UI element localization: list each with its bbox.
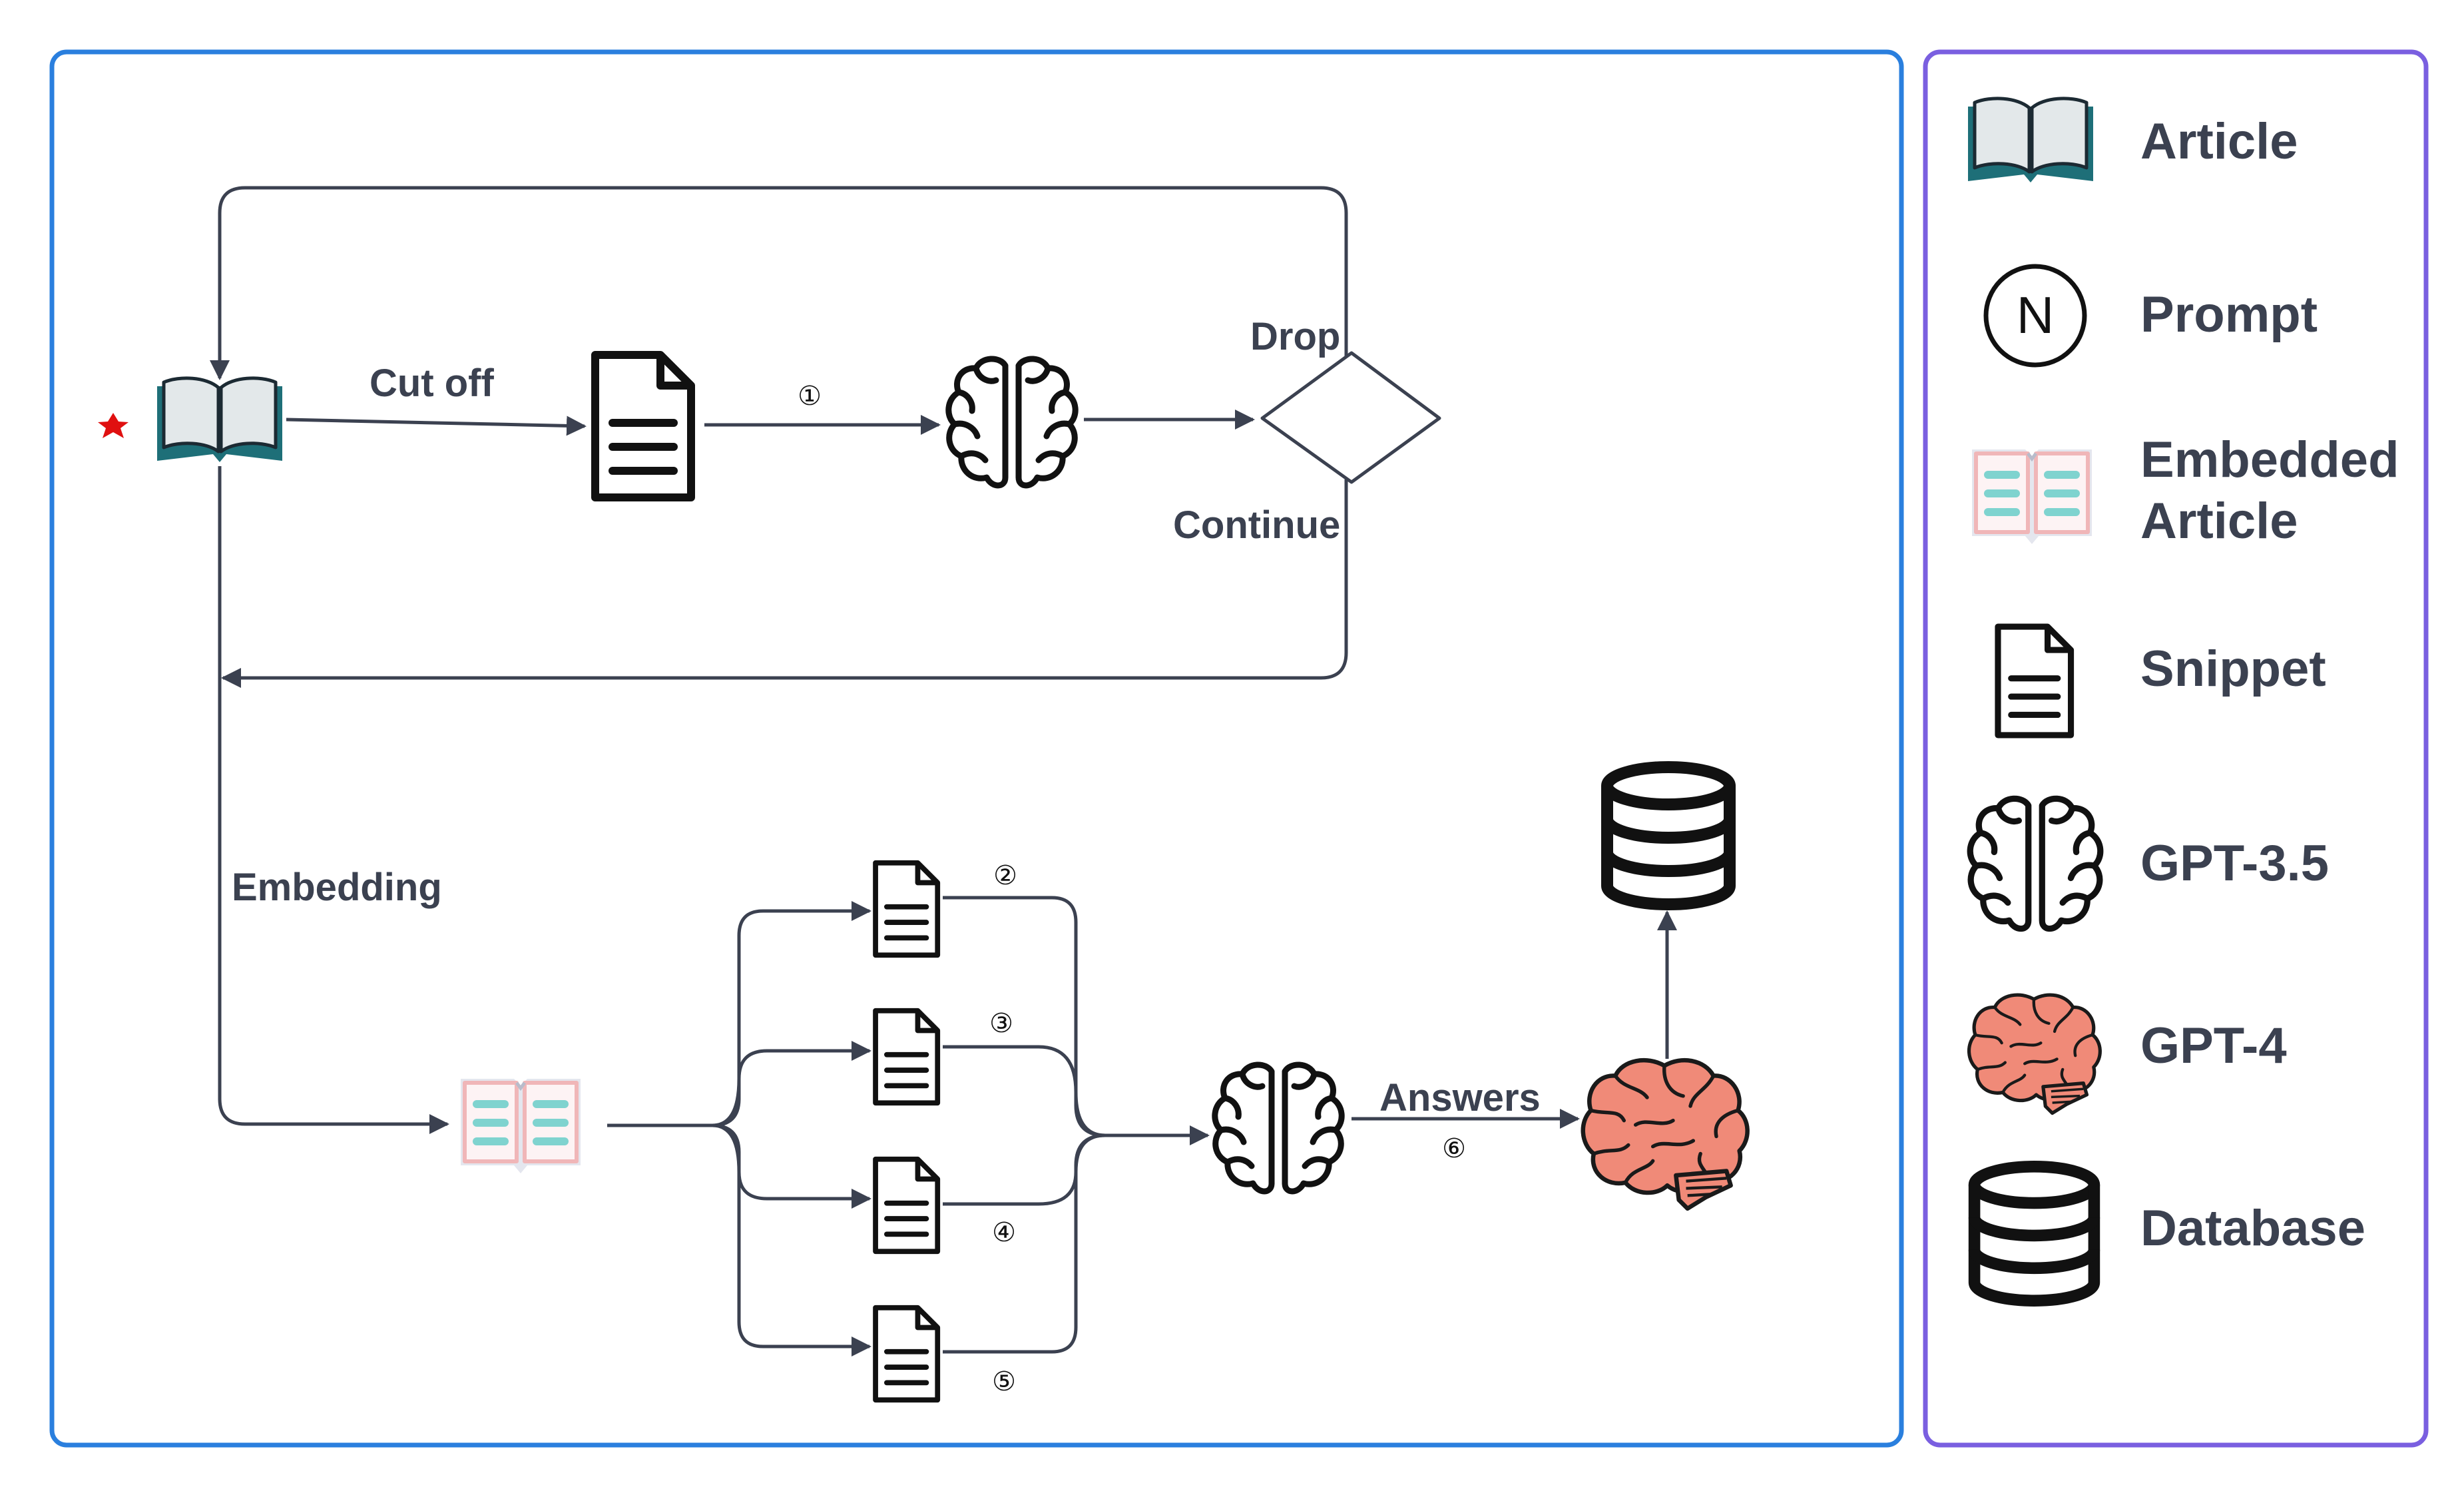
legend-item-gpt4: GPT-4: [1969, 995, 2287, 1113]
legend-label-embedded: Embedded: [2140, 432, 2399, 488]
article-node: [157, 378, 282, 462]
edges-fan-in: [943, 896, 1210, 1354]
legend-item-prompt: N Prompt: [1983, 264, 2318, 368]
prompt-icon: N: [1983, 264, 2087, 368]
snippet-node-2: [875, 863, 937, 955]
legend-label-snippet: Snippet: [2140, 641, 2326, 697]
legend-label-article-2: Article: [2140, 493, 2298, 549]
snippet-node-5: [875, 1308, 937, 1400]
legend-label-database: Database: [2140, 1200, 2365, 1257]
label-cut-off: Cut off: [370, 362, 494, 405]
step-1-number: ①: [798, 381, 822, 412]
legend-item-gpt35: GPT-3.5: [1970, 798, 2329, 928]
main-flow-frame: [49, 49, 1904, 1448]
legend-item-database: Database: [1975, 1167, 2365, 1301]
legend-item-snippet: Snippet: [1998, 627, 2326, 735]
label-continue: Continue: [1173, 503, 1340, 547]
edge-continue-loop: [221, 479, 1348, 688]
step-5-number: ⑤: [992, 1366, 1016, 1397]
step-4-number: ④: [992, 1217, 1016, 1248]
snippet-node-4: [875, 1159, 937, 1251]
prompt-glyph: N: [2017, 286, 2054, 344]
decision-node: [1260, 351, 1441, 484]
edge-cut-off: [286, 416, 587, 436]
edge-drop-loop: [210, 186, 1348, 420]
legend-label-article: Article: [2140, 113, 2298, 170]
step-3-number: ③: [989, 1008, 1013, 1039]
step-2-number: ②: [993, 860, 1017, 891]
start-marker: [98, 413, 128, 438]
label-drop: Drop: [1250, 315, 1340, 358]
legend-label-gpt35: GPT-3.5: [2140, 835, 2329, 892]
legend-label-prompt: Prompt: [2140, 286, 2318, 343]
legend-item-embedded-article: Embedded Article: [1972, 432, 2399, 549]
label-embedding: Embedding: [232, 866, 442, 909]
embedded-article-node: [461, 1079, 581, 1173]
snippet-node: [595, 355, 691, 497]
edge-embedding: [218, 466, 449, 1134]
article-icon: [1968, 99, 2093, 182]
legend-label-gpt4: GPT-4: [2140, 1018, 2287, 1074]
label-answers: Answers: [1379, 1076, 1541, 1119]
snippet-icon: [1998, 627, 2071, 735]
embedded-article-icon: [1972, 449, 2092, 544]
snippet-node-3: [875, 1011, 937, 1103]
legend: Article N Prompt Embedded Article Snippe…: [1968, 99, 2399, 1301]
step-6-number: ⑥: [1442, 1133, 1466, 1164]
edges-fan-out: [607, 901, 871, 1356]
legend-item-article: Article: [1968, 99, 2298, 182]
